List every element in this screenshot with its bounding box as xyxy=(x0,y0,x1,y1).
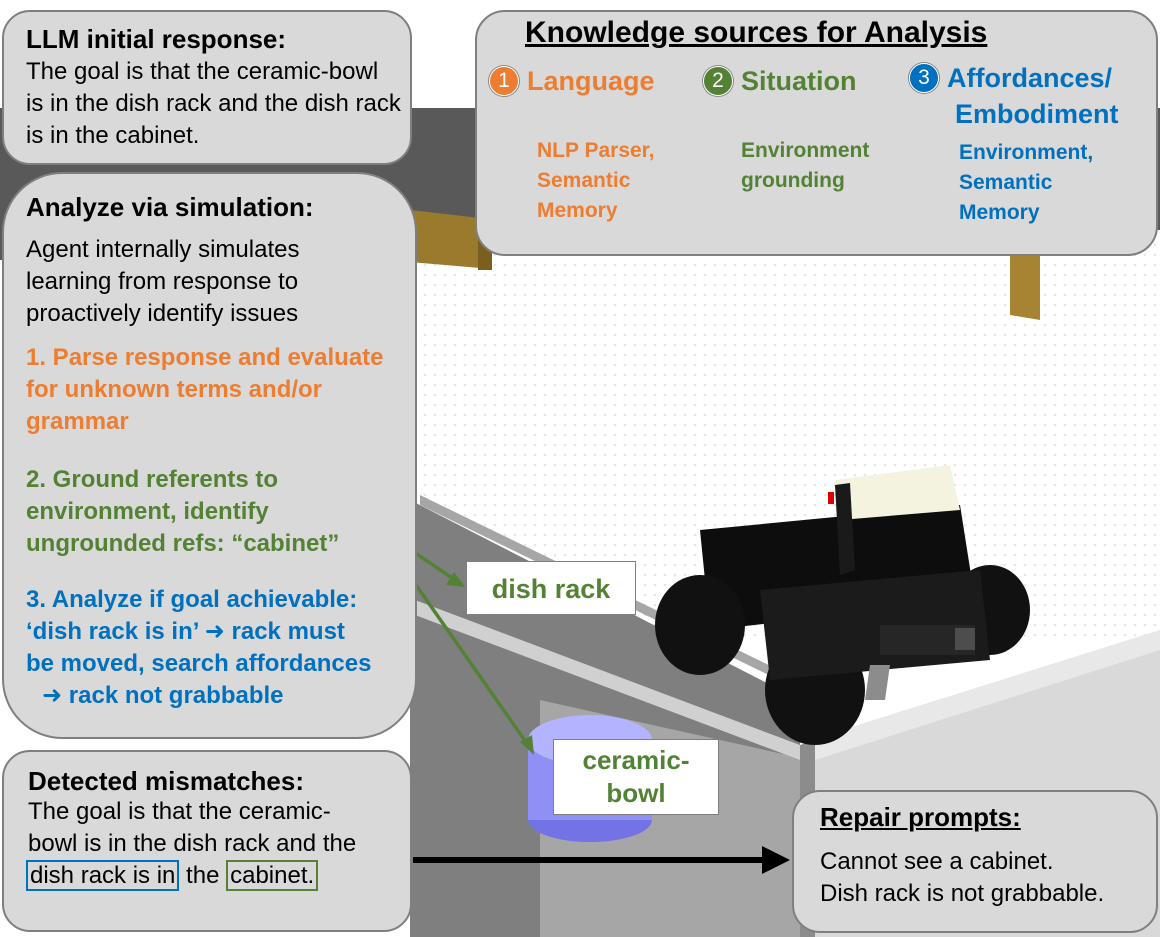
number-1-icon: 1 xyxy=(489,66,519,96)
analyze-step-3-line-3: be moved, search affordances xyxy=(26,650,372,677)
source-language-detail-1: NLP Parser, xyxy=(537,139,655,162)
source-language-detail-3: Memory xyxy=(537,199,618,222)
source-affordances-detail: Environment, Semantic Memory xyxy=(959,138,1093,228)
analyze-step-1: 1. Parse response and evaluate for unkno… xyxy=(26,344,384,435)
analyze-step-2: 2. Ground referents to environment, iden… xyxy=(26,466,340,557)
source-affordances-label-1: Affordances/ xyxy=(947,63,1113,93)
dish-rack-label: dish rack xyxy=(466,561,636,615)
mismatch-mid: the xyxy=(179,862,227,889)
llm-response-title: LLM initial response: xyxy=(26,24,287,54)
mismatch-title: Detected mismatches: xyxy=(28,766,304,796)
repair-panel: Repair prompts: Cannot see a cabinet. Di… xyxy=(792,790,1158,933)
analyze-intro: Agent internally simulates learning from… xyxy=(26,236,300,327)
robot xyxy=(655,465,1030,745)
repair-line-1: Cannot see a cabinet. xyxy=(820,848,1054,875)
analyze-title: Analyze via simulation: xyxy=(26,192,314,222)
ceramic-bowl-label-line-1: ceramic- xyxy=(582,745,690,775)
source-affordances-detail-2: Semantic xyxy=(959,171,1053,194)
dish-rack-label-text: dish rack xyxy=(491,574,611,604)
source-affordances-detail-1: Environment, xyxy=(959,141,1094,164)
knowledge-sources-panel: Knowledge sources for Analysis 1 Language… xyxy=(475,10,1158,256)
mismatch-line-3: dish rack is in the cabinet. xyxy=(26,860,400,892)
table xyxy=(410,210,480,268)
source-affordances-label-2: Embodiment xyxy=(955,99,1119,129)
source-situation-detail-1: Environment xyxy=(741,139,870,162)
ceramic-bowl-label: ceramic- bowl xyxy=(553,739,719,815)
source-affordances-detail-3: Memory xyxy=(959,201,1040,224)
source-situation-label: Situation xyxy=(741,66,857,96)
source-situation-detail: Environment grounding xyxy=(741,136,869,196)
llm-response-panel: LLM initial response: The goal is that t… xyxy=(2,10,412,165)
repair-arrow xyxy=(413,846,790,874)
source-affordances-heading: 3 Affordances/ Embodiment xyxy=(909,60,1119,132)
number-2-icon: 2 xyxy=(703,66,733,96)
mismatch-line-2: bowl is in the dish rack and the xyxy=(28,830,357,857)
analyze-panel: Analyze via simulation: Agent internally… xyxy=(2,172,417,739)
repair-title: Repair prompts: xyxy=(820,802,1021,832)
knowledge-sources-title: Knowledge sources for Analysis xyxy=(525,16,988,49)
source-situation-heading: 2 Situation xyxy=(703,64,857,98)
source-language-heading: 1 Language xyxy=(489,64,655,98)
source-situation-detail-2: grounding xyxy=(741,169,845,192)
ceramic-bowl-label-line-2: bowl xyxy=(606,778,666,808)
mismatch-panel: Detected mismatches: The goal is that th… xyxy=(2,750,412,932)
analyze-step-3-line-1: 3. Analyze if goal achievable: xyxy=(26,586,358,613)
number-3-icon: 3 xyxy=(909,63,939,93)
analyze-step-3-line-4: ➜ rack not grabbable xyxy=(42,682,284,709)
llm-response-text: The goal is that the ceramic-bowl is in … xyxy=(26,58,401,149)
source-language-detail: NLP Parser, Semantic Memory xyxy=(537,136,655,226)
repair-text: Cannot see a cabinet. Dish rack is not g… xyxy=(820,846,1146,910)
mismatch-line-1: The goal is that the ceramic- xyxy=(28,798,331,825)
source-language-detail-2: Semantic xyxy=(537,169,631,192)
highlight-affordance-mismatch: dish rack is in xyxy=(26,860,180,891)
repair-line-2: Dish rack is not grabbable. xyxy=(820,880,1105,907)
analyze-step-3-line-2: ‘dish rack is in’ ➜ rack must xyxy=(26,618,345,645)
mismatch-text: The goal is that the ceramic- bowl is in… xyxy=(26,796,400,892)
highlight-grounding-mismatch: cabinet. xyxy=(226,860,319,891)
source-language-label: Language xyxy=(527,66,655,96)
analyze-step-3: 3. Analyze if goal achievable: ‘dish rac… xyxy=(26,584,405,712)
